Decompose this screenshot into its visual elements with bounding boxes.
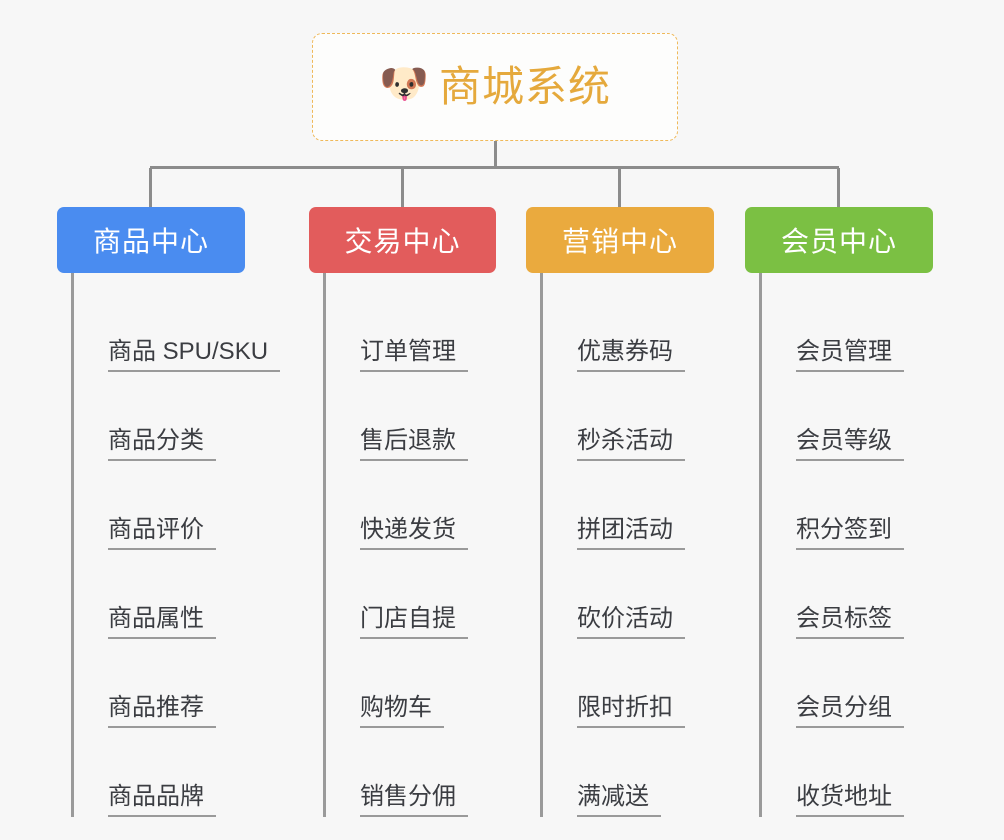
connector-horizontal-bus: [150, 166, 839, 169]
list-item[interactable]: 砍价活动: [543, 550, 714, 639]
list-item-label: 门店自提: [360, 605, 468, 639]
list-item-label: 售后退款: [360, 427, 468, 461]
connector-root-stem: [494, 141, 497, 168]
list-item-label: 订单管理: [360, 338, 468, 372]
list-item[interactable]: 积分签到: [762, 461, 933, 550]
branch-member-center: 会员中心 会员管理 会员等级 积分签到 会员标签 会员分组 收货地址: [745, 207, 933, 817]
list-item-label: 积分签到: [796, 516, 904, 550]
list-item[interactable]: 限时折扣: [543, 639, 714, 728]
branch-header-product-center[interactable]: 商品中心: [57, 207, 245, 273]
list-item-label: 会员管理: [796, 338, 904, 372]
list-item[interactable]: 快递发货: [326, 461, 496, 550]
root-node-card[interactable]: 🐶 商城系统: [312, 33, 678, 141]
list-item-label: 商品 SPU/SKU: [108, 338, 281, 372]
list-item-label: 商品分类: [108, 427, 216, 461]
list-item[interactable]: 销售分佣: [326, 728, 496, 817]
list-item[interactable]: 商品品牌: [74, 728, 280, 817]
list-item[interactable]: 商品推荐: [74, 639, 280, 728]
connector-drop-member-center: [837, 168, 840, 208]
branch-list-marketing-center: 优惠券码 秒杀活动 拼团活动 砍价活动 限时折扣 满减送: [540, 273, 714, 817]
list-item[interactable]: 秒杀活动: [543, 372, 714, 461]
list-item-label: 会员标签: [796, 605, 904, 639]
list-item[interactable]: 收货地址: [762, 728, 933, 817]
list-item[interactable]: 商品属性: [74, 550, 280, 639]
list-item[interactable]: 商品评价: [74, 461, 280, 550]
branch-header-member-center[interactable]: 会员中心: [745, 207, 933, 273]
branch-trade-center: 交易中心 订单管理 售后退款 快递发货 门店自提 购物车 销售分佣: [309, 207, 496, 817]
connector-drop-product-center: [149, 168, 152, 208]
list-item[interactable]: 优惠券码: [543, 283, 714, 372]
list-item-label: 商品属性: [108, 605, 216, 639]
list-item[interactable]: 会员标签: [762, 550, 933, 639]
list-item-label: 拼团活动: [577, 516, 685, 550]
list-item[interactable]: 拼团活动: [543, 461, 714, 550]
list-item[interactable]: 商品分类: [74, 372, 280, 461]
list-item[interactable]: 售后退款: [326, 372, 496, 461]
branch-list-trade-center: 订单管理 售后退款 快递发货 门店自提 购物车 销售分佣: [323, 273, 496, 817]
connector-drop-marketing-center: [618, 168, 621, 208]
list-item-label: 会员分组: [796, 694, 904, 728]
list-item-label: 收货地址: [796, 783, 904, 817]
list-item-label: 秒杀活动: [577, 427, 685, 461]
branch-product-center: 商品中心 商品 SPU/SKU 商品分类 商品评价 商品属性 商品推荐 商品品牌: [57, 207, 281, 817]
connector-drop-trade-center: [401, 168, 404, 208]
branch-list-product-center: 商品 SPU/SKU 商品分类 商品评价 商品属性 商品推荐 商品品牌: [71, 273, 281, 817]
list-item-label: 商品推荐: [108, 694, 216, 728]
list-item-label: 满减送: [577, 783, 661, 817]
list-item-label: 商品品牌: [108, 783, 216, 817]
shiba-dog-face-icon: 🐶: [378, 62, 429, 106]
list-item-label: 商品评价: [108, 516, 216, 550]
list-item-label: 销售分佣: [360, 783, 468, 817]
list-item[interactable]: 满减送: [543, 728, 714, 817]
list-item[interactable]: 订单管理: [326, 283, 496, 372]
list-item-label: 优惠券码: [577, 338, 685, 372]
list-item-label: 会员等级: [796, 427, 904, 461]
branch-header-marketing-center[interactable]: 营销中心: [526, 207, 714, 273]
list-item-label: 快递发货: [360, 516, 468, 550]
list-item[interactable]: 会员等级: [762, 372, 933, 461]
list-item[interactable]: 会员分组: [762, 639, 933, 728]
branch-list-member-center: 会员管理 会员等级 积分签到 会员标签 会员分组 收货地址: [759, 273, 933, 817]
list-item-label: 砍价活动: [577, 605, 685, 639]
list-item[interactable]: 会员管理: [762, 283, 933, 372]
list-item-label: 限时折扣: [577, 694, 685, 728]
branch-header-trade-center[interactable]: 交易中心: [309, 207, 496, 273]
list-item-label: 购物车: [360, 694, 444, 728]
list-item[interactable]: 购物车: [326, 639, 496, 728]
branch-marketing-center: 营销中心 优惠券码 秒杀活动 拼团活动 砍价活动 限时折扣 满减送: [526, 207, 714, 817]
list-item[interactable]: 门店自提: [326, 550, 496, 639]
list-item[interactable]: 商品 SPU/SKU: [74, 283, 281, 372]
root-node-title: 商城系统: [438, 63, 611, 110]
